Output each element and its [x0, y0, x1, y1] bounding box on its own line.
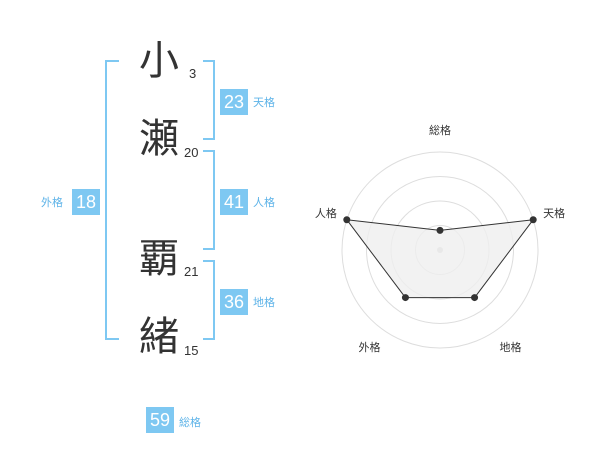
radar-point-3	[471, 294, 479, 302]
stroke-count-4: 15	[184, 343, 199, 358]
radar-ring	[366, 176, 514, 324]
chikaku-value: 36	[220, 289, 248, 315]
gaikaku-label: 外格	[41, 196, 63, 209]
soukaku-label: 総格	[179, 416, 201, 429]
chikaku-label: 地格	[253, 296, 275, 309]
name-char-1: 小	[139, 38, 179, 84]
chikaku-bracket	[203, 260, 215, 340]
jinkaku-bracket	[203, 150, 215, 250]
radar-axis-label-5: 人格	[315, 206, 337, 220]
radar-point-4	[401, 294, 409, 302]
jinkaku-label: 人格	[253, 196, 275, 209]
name-char-3: 覇	[139, 236, 179, 282]
radar-axis-label-3: 地格	[500, 340, 522, 354]
tenkaku-label: 天格	[253, 96, 275, 109]
radar-area	[345, 219, 535, 299]
radar-point-5	[343, 216, 351, 224]
radar-ring	[341, 151, 539, 349]
radar-point-2	[529, 216, 537, 224]
tenkaku-bracket	[203, 60, 215, 140]
stroke-count-1: 3	[189, 66, 197, 81]
jinkaku-value: 41	[220, 189, 248, 215]
radar-axis-label-1: 総格	[429, 123, 451, 137]
tenkaku-value: 23	[220, 89, 248, 115]
radar-axis-label-2: 天格	[543, 206, 565, 220]
radar-points	[343, 216, 537, 302]
gaikaku-bracket	[105, 60, 119, 340]
soukaku-value: 59	[146, 407, 174, 433]
gaikaku-value: 18	[72, 189, 100, 215]
name-char-2: 瀬	[139, 116, 179, 162]
stroke-count-2: 20	[184, 145, 199, 160]
name-char-4: 緒	[139, 314, 179, 360]
radar-point-1	[436, 226, 444, 234]
radar-axis-label-4: 外格	[358, 340, 380, 354]
stroke-count-3: 21	[184, 264, 199, 279]
